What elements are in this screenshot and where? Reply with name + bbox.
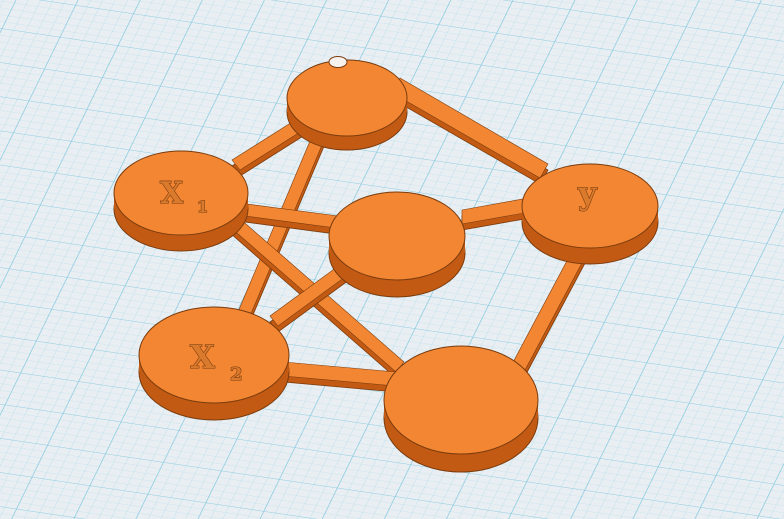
connection-beams <box>221 77 593 393</box>
node-x1[interactable]: X 1 <box>113 150 249 252</box>
node-hidden-2[interactable] <box>383 345 539 473</box>
mounting-hole <box>328 56 348 68</box>
node-y[interactable]: y <box>521 163 659 265</box>
node-x2-subscript: 2 <box>230 364 243 385</box>
node-hidden-1[interactable] <box>328 191 466 298</box>
node-x2-label: X <box>190 338 215 376</box>
node-x2[interactable]: X 2 <box>138 306 290 421</box>
node-x1-subscript: 1 <box>197 197 208 216</box>
node-x1-label: X <box>160 176 184 211</box>
node-y-label: y <box>577 174 598 212</box>
node-bias[interactable] <box>286 56 408 151</box>
